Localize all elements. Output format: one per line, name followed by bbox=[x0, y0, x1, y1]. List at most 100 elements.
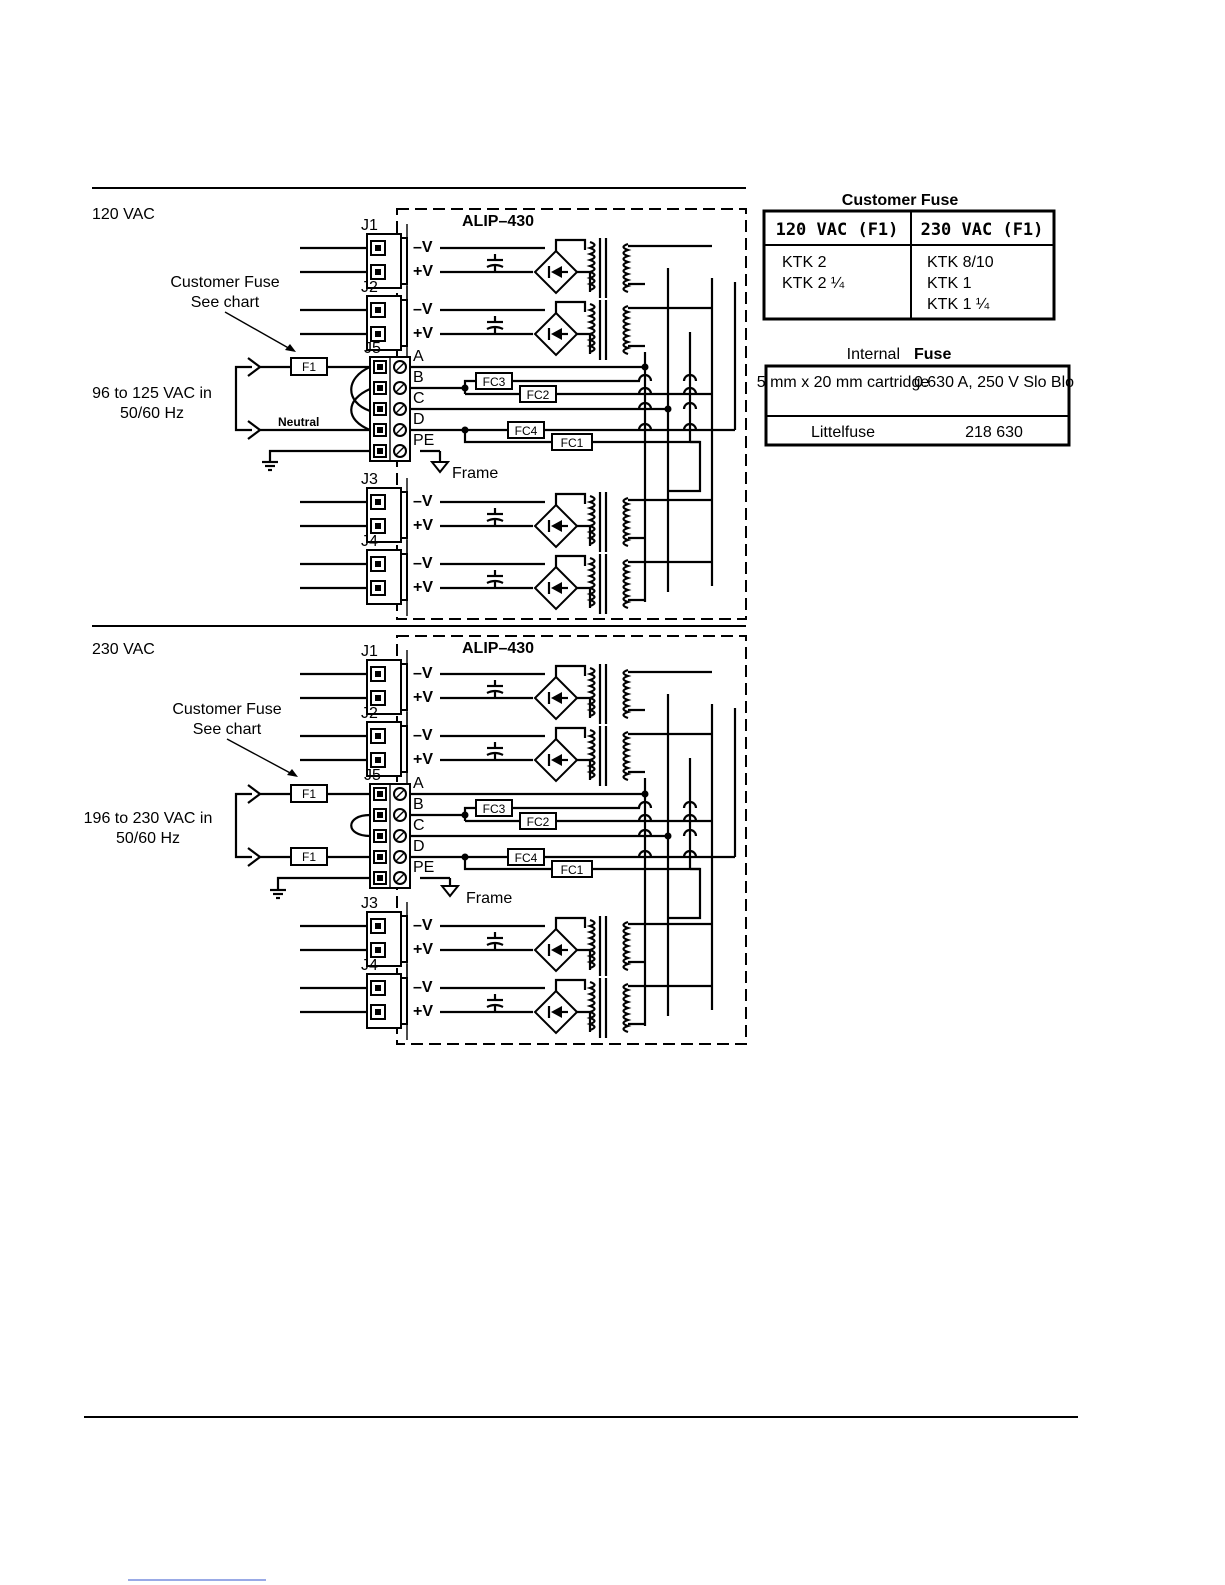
pin-icon bbox=[375, 695, 381, 701]
transformer-primary-coil bbox=[622, 730, 632, 782]
wire-crossover-icon bbox=[682, 849, 698, 858]
diode-icon bbox=[551, 754, 562, 766]
terminal-letter: C bbox=[413, 817, 425, 834]
wire-crossover-icon bbox=[682, 800, 698, 809]
connector-tab bbox=[400, 237, 408, 285]
terminal-block-label: J5 bbox=[364, 767, 381, 784]
pin-icon bbox=[375, 985, 381, 991]
internal-row2-col1: Littelfuse bbox=[811, 424, 875, 441]
screw-slot-icon bbox=[395, 831, 405, 841]
component-label: FC4 bbox=[515, 424, 538, 438]
terminal-pin-icon bbox=[377, 427, 383, 433]
customer-fuse-title: Customer Fuse bbox=[842, 192, 959, 209]
secondary-wire bbox=[554, 726, 587, 739]
connector-tab bbox=[400, 299, 408, 347]
frame-link bbox=[668, 867, 702, 920]
diode-icon bbox=[551, 1006, 562, 1018]
terminal-pin-icon bbox=[377, 854, 383, 860]
jumper-wire bbox=[350, 387, 371, 432]
transformer-primary-coil bbox=[622, 668, 632, 720]
frame-label: Frame bbox=[466, 890, 512, 907]
pin-icon bbox=[375, 331, 381, 337]
pin-label: –V bbox=[413, 493, 433, 510]
transformer-secondary-coil bbox=[586, 728, 596, 780]
wire-crossover-icon bbox=[637, 373, 653, 382]
fuse-120-row1: KTK 2 bbox=[782, 254, 827, 271]
ground-wire bbox=[276, 876, 370, 890]
fuse-230-row2: KTK 1 bbox=[927, 275, 972, 292]
fc1-wire bbox=[463, 430, 552, 444]
pin-icon bbox=[375, 671, 381, 677]
fuse-120-row2: KTK 2 ¼ bbox=[782, 275, 845, 292]
neutral-label: Neutral bbox=[278, 415, 319, 429]
terminal-pin-icon bbox=[377, 833, 383, 839]
diode-icon bbox=[551, 266, 562, 278]
connector-tab bbox=[400, 491, 408, 539]
pin-label: +V bbox=[413, 263, 433, 280]
terminal-pin-icon bbox=[377, 448, 383, 454]
fuse-callout-line1: Customer Fuse bbox=[170, 274, 279, 291]
connector-tab bbox=[400, 663, 408, 711]
terminal-letter: A bbox=[413, 775, 424, 792]
transformer-secondary-coil bbox=[586, 666, 596, 718]
internal-fuse-table: Internal Fuse 5 mm x 20 mm cartridge 0.6… bbox=[757, 346, 1074, 447]
secondary-wire bbox=[577, 948, 592, 970]
fuse-label: F1 bbox=[302, 360, 316, 374]
internal-row1-col1: 5 mm x 20 mm cartridge bbox=[757, 374, 930, 391]
customer-fuse-table: Customer Fuse 120 VAC (F1) 230 VAC (F1) … bbox=[762, 192, 1056, 321]
screw-slot-icon bbox=[395, 362, 405, 372]
voltage-label: 120 VAC bbox=[92, 206, 155, 223]
frame-ground-icon bbox=[429, 461, 451, 474]
component-label: FC1 bbox=[561, 436, 584, 450]
transformer-secondary-coil bbox=[586, 494, 596, 546]
wire-crossover-icon bbox=[682, 373, 698, 382]
wire-crossover-icon bbox=[637, 813, 653, 822]
transformer-secondary-coil bbox=[586, 240, 596, 292]
screw-slot-icon bbox=[395, 789, 405, 799]
fuse-230-row1: KTK 8/10 bbox=[927, 254, 994, 271]
component-label: FC2 bbox=[527, 815, 550, 829]
fuse-callout-line1: Customer Fuse bbox=[172, 701, 281, 718]
connector-tab bbox=[400, 977, 408, 1025]
fc1-wire bbox=[463, 857, 552, 871]
arrowhead-icon bbox=[285, 344, 296, 352]
header-230vac: 230 VAC (F1) bbox=[921, 220, 1044, 240]
terminal-letter: B bbox=[413, 369, 424, 386]
diode-icon bbox=[551, 520, 562, 532]
fuse-callout-line2: See chart bbox=[193, 721, 262, 738]
secondary-wire bbox=[554, 916, 587, 929]
frame-link bbox=[668, 440, 702, 493]
screw-slot-icon bbox=[395, 425, 405, 435]
terminal-pin-icon bbox=[377, 406, 383, 412]
wire-crossover-icon bbox=[637, 386, 653, 395]
pin-label: –V bbox=[413, 239, 433, 256]
pin-label: –V bbox=[413, 979, 433, 996]
terminal-letter: A bbox=[413, 348, 424, 365]
pin-label: +V bbox=[413, 941, 433, 958]
wire-crossover-icon bbox=[682, 828, 698, 837]
module-label: ALIP–430 bbox=[462, 213, 534, 230]
screw-slot-icon bbox=[395, 810, 405, 820]
terminal-letter: PE bbox=[413, 859, 434, 876]
pin-icon bbox=[375, 947, 381, 953]
input-label-line2: 50/60 Hz bbox=[116, 830, 180, 847]
secondary-wire bbox=[554, 300, 587, 313]
connector-label: J1 bbox=[361, 217, 378, 234]
diode-icon bbox=[551, 692, 562, 704]
wire-crossover-icon bbox=[682, 813, 698, 822]
secondary-wire bbox=[577, 758, 592, 780]
header-120vac: 120 VAC (F1) bbox=[776, 220, 899, 240]
terminal-pin-icon bbox=[377, 875, 383, 881]
screw-slot-icon bbox=[395, 873, 405, 883]
wire-crossover-icon bbox=[637, 828, 653, 837]
fc3-wire bbox=[463, 806, 476, 815]
connector-label: J2 bbox=[361, 705, 378, 722]
pin-icon bbox=[375, 245, 381, 251]
transformer-primary-coil bbox=[622, 982, 632, 1034]
screw-slot-icon bbox=[395, 446, 405, 456]
internal-row1-col2: 0.630 A, 250 V Slo Blo bbox=[914, 374, 1074, 391]
secondary-wire bbox=[577, 332, 592, 354]
pin-label: +V bbox=[413, 751, 433, 768]
wire-crossover-icon bbox=[637, 800, 653, 809]
pin-icon bbox=[375, 523, 381, 529]
